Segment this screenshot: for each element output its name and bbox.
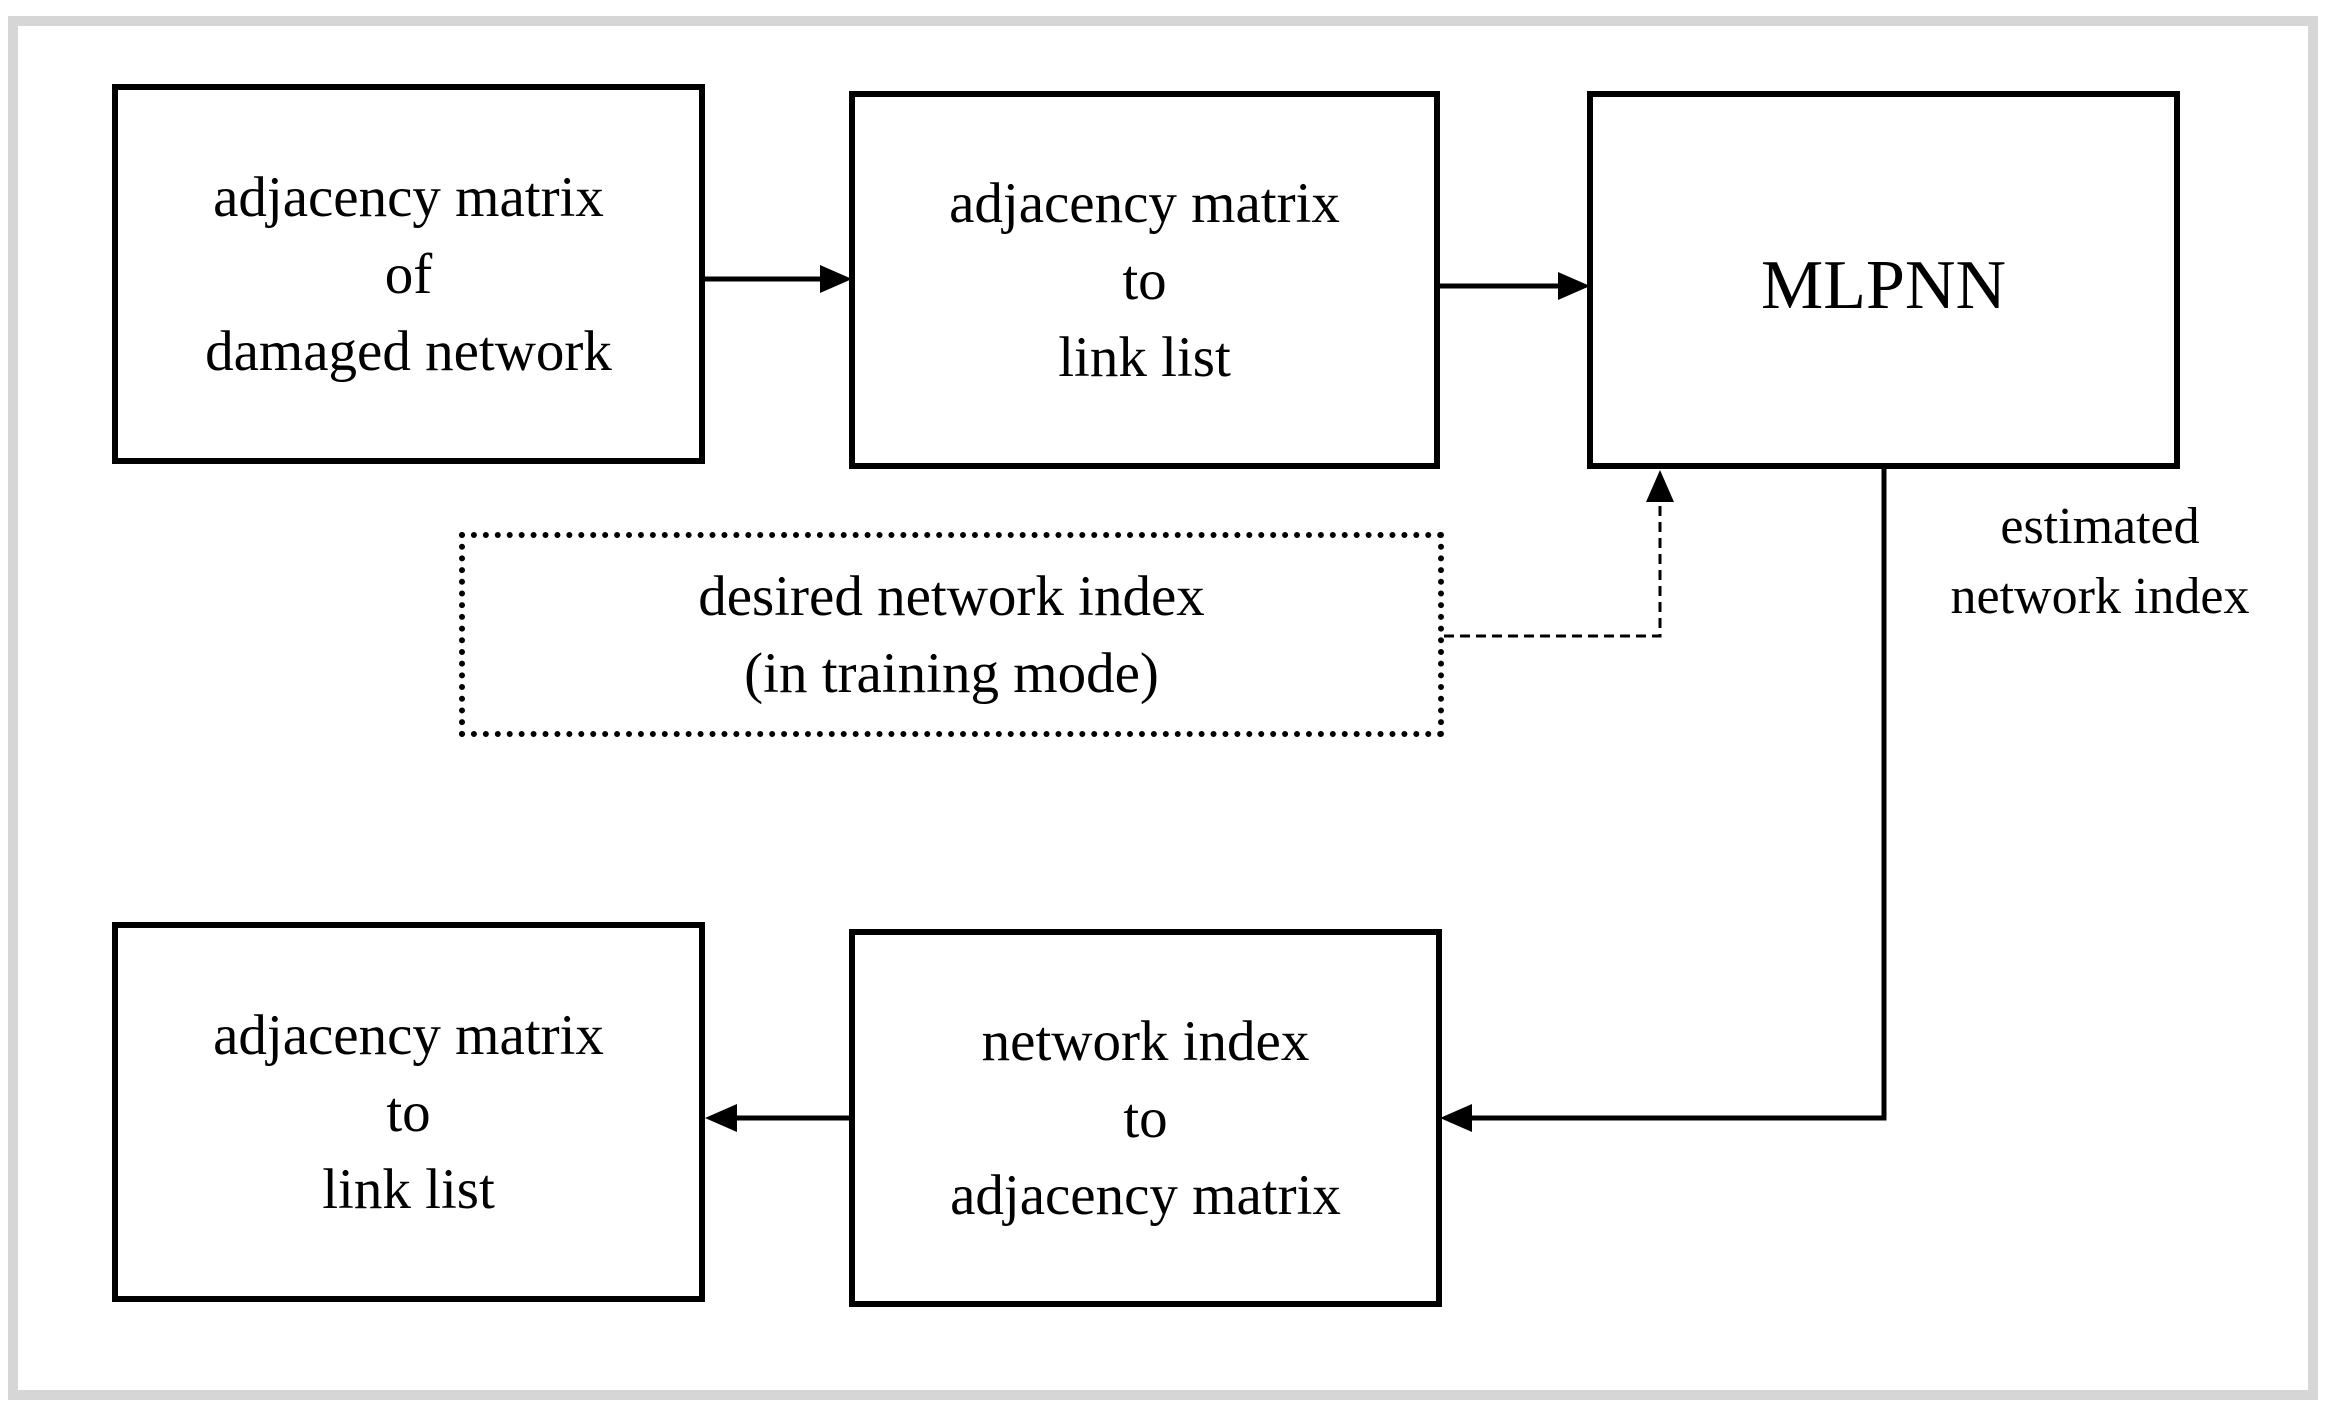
node-label-line: (in training mode) (744, 641, 1159, 705)
node-adjacency-matrix-damaged-network: adjacency matrix of damaged network (112, 84, 705, 464)
edge-index-to-linklist-bottom (705, 1104, 852, 1132)
node-network-index-to-adjacency-matrix: network index to adjacency matrix (849, 929, 1442, 1307)
node-label-line: adjacency matrix (949, 171, 1340, 235)
edge-linklist-to-mlpnn (1440, 272, 1590, 300)
edge-label-line: network index (1950, 568, 2250, 625)
edge-label-line: estimated (2000, 498, 2200, 555)
node-label-line: to (1122, 248, 1167, 312)
node-adjacency-matrix-to-link-list-bottom: adjacency matrix to link list (112, 922, 705, 1302)
node-label-line: link list (1058, 325, 1231, 389)
node-label-line: adjacency matrix (213, 1003, 604, 1067)
node-desired-network-index: desired network index (in training mode) (459, 532, 1444, 737)
edge-mlpnn-to-index (1440, 466, 1887, 1132)
edge-damaged-to-linklist (705, 265, 852, 293)
node-mlpnn: MLPNN (1587, 91, 2180, 469)
node-adjacency-matrix-to-link-list-top: adjacency matrix to link list (849, 91, 1440, 469)
node-label-line: link list (322, 1157, 495, 1221)
node-label-line: desired network index (698, 564, 1205, 628)
node-label-line: to (386, 1080, 431, 1144)
node-label-line: damaged network (205, 319, 612, 383)
node-label-line: adjacency matrix (950, 1163, 1341, 1227)
edge-label-estimated-network-index: estimated network index (1900, 492, 2300, 632)
node-label-line: of (384, 242, 433, 306)
node-label-line: network index (981, 1009, 1310, 1073)
node-label-line: adjacency matrix (213, 165, 604, 229)
node-label-line: MLPNN (1760, 247, 2007, 324)
node-label-line: to (1123, 1086, 1168, 1150)
edge-desired-to-mlpnn (1444, 470, 1674, 638)
